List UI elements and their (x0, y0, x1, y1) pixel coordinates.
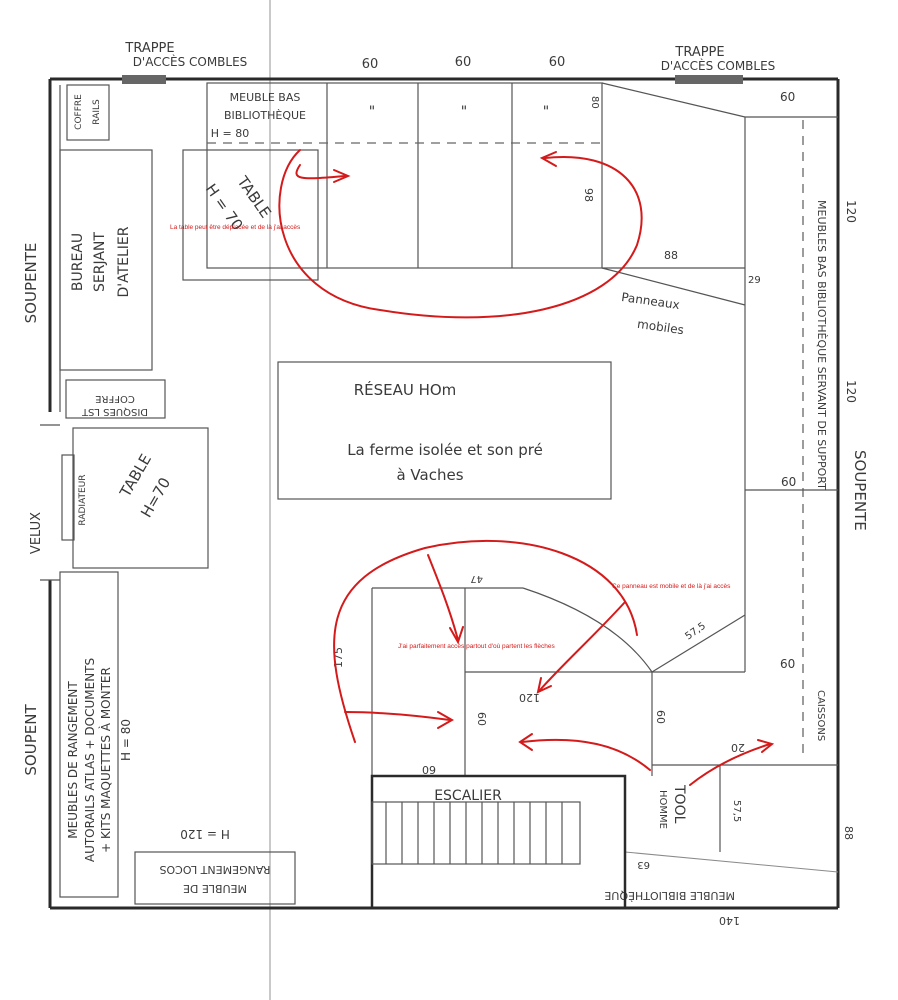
svg-text:88: 88 (842, 826, 855, 840)
svg-text:MEUBLE DE: MEUBLE DE (183, 882, 247, 895)
svg-text:DISQUES LST: DISQUES LST (81, 406, 148, 417)
note-table: La table peut être déplacée et de là j'a… (170, 224, 301, 231)
meuble-locos: H = 120 RANGEMENT LOCOS MEUBLE DE (134, 827, 296, 905)
svg-text:SOUPENTE: SOUPENTE (851, 450, 869, 531)
svg-text:98: 98 (582, 188, 595, 202)
svg-text:D'ATELIER: D'ATELIER (116, 226, 132, 297)
svg-text:H=70: H=70 (137, 474, 174, 520)
svg-text:57,5: 57,5 (731, 800, 742, 822)
svg-text:COFFRE: COFFRE (95, 393, 135, 404)
svg-text:": " (369, 104, 375, 120)
trappe-left: TRAPPE D'ACCÈS COMBLES (122, 41, 247, 84)
table-mid: RADIATEUR TABLE H=70 (61, 427, 209, 569)
svg-text:63: 63 (637, 859, 650, 870)
right-cabinets: 80 60 98 88 29 120 120 60 MEUBLES BAS BI… (582, 82, 869, 760)
svg-text:140: 140 (719, 914, 740, 927)
svg-text:J'ai parfaitement accès partou: J'ai parfaitement accès partout d'où par… (398, 643, 556, 650)
svg-text:RADIATEUR: RADIATEUR (78, 474, 88, 525)
svg-text:+ KITS MAQUETTES À MONTER: + KITS MAQUETTES À MONTER (98, 667, 113, 853)
soupente-left-top: SOUPENTE (22, 243, 40, 324)
svg-text:120: 120 (844, 200, 858, 223)
svg-text:MEUBLES BAS BIBLIOTHÈQUE SERVA: MEUBLES BAS BIBLIOTHÈQUE SERVANT DE SUPP… (815, 200, 828, 490)
svg-text:H = 80: H = 80 (211, 127, 249, 140)
note-access: J'ai parfaitement accès partout d'où par… (398, 643, 556, 650)
dim-top-3: 60 (549, 55, 566, 70)
svg-text:RÉSEAU HOm: RÉSEAU HOm (354, 380, 457, 399)
meubles-rangement: MEUBLES DE RANGEMENT AUTORAILS ATLAS + D… (59, 571, 133, 898)
svg-text:120: 120 (844, 380, 858, 403)
svg-text:BUREAU: BUREAU (70, 233, 86, 291)
svg-text:BIBLIOTHÈQUE: BIBLIOTHÈQUE (224, 109, 306, 122)
svg-text:TRAPPE: TRAPPE (674, 45, 724, 60)
svg-text:20: 20 (731, 741, 745, 754)
svg-text:RANGEMENT LOCOS: RANGEMENT LOCOS (159, 863, 270, 876)
svg-text:88: 88 (664, 249, 678, 262)
svg-text:60: 60 (781, 475, 796, 489)
svg-text:57,5: 57,5 (683, 621, 708, 643)
svg-text:CAISSONS: CAISSONS (815, 690, 826, 741)
trappe-right: TRAPPE D'ACCÈS COMBLES (661, 45, 776, 84)
svg-text:RAILS: RAILS (92, 99, 102, 125)
svg-text:D'ACCÈS COMBLES: D'ACCÈS COMBLES (133, 54, 248, 69)
svg-text:MEUBLE BAS: MEUBLE BAS (230, 91, 301, 104)
svg-text:HOMME: HOMME (657, 790, 668, 829)
svg-text:29: 29 (748, 275, 761, 286)
bureau-serjant: BUREAU SERJANT D'ATELIER (59, 149, 153, 371)
svg-text:80: 80 (589, 96, 600, 109)
svg-text:MEUBLES DE RANGEMENT: MEUBLES DE RANGEMENT (66, 681, 80, 839)
coffre-rails: COFFRE RAILS (66, 84, 110, 141)
svg-text:MEUBLE BIBLIOTHÈQUE: MEUBLE BIBLIOTHÈQUE (604, 889, 735, 902)
svg-text:": " (543, 104, 549, 120)
svg-text:47: 47 (470, 573, 483, 584)
svg-text:60: 60 (475, 712, 488, 726)
escalier: ESCALIER (370, 774, 627, 910)
soupente-left-bottom: SOUPENT (22, 704, 40, 776)
reseau-hom: RÉSEAU HOm La ferme isolée et son pré à … (277, 361, 612, 500)
svg-text:COFFRE: COFFRE (74, 94, 84, 130)
svg-text:": " (461, 104, 467, 120)
svg-text:60: 60 (422, 763, 436, 776)
svg-text:TOOL: TOOL (671, 784, 687, 824)
svg-text:60: 60 (780, 657, 795, 671)
svg-text:120: 120 (519, 691, 540, 704)
svg-text:60: 60 (654, 710, 667, 724)
svg-text:Ce panneau est mobile et de là: Ce panneau est mobile et de là j'ai accè… (612, 583, 731, 590)
meuble-bas-top: MEUBLE BAS BIBLIOTHÈQUE H = 80 " " " (206, 82, 603, 269)
svg-text:à Vaches: à Vaches (396, 466, 463, 484)
svg-text:La ferme isolée et son pré: La ferme isolée et son pré (347, 441, 543, 459)
svg-text:60: 60 (780, 90, 795, 104)
panneaux-mobiles-label: Panneaux (621, 290, 681, 312)
svg-text:SERJANT: SERJANT (92, 232, 108, 292)
svg-text:H = 80: H = 80 (119, 719, 133, 761)
note-panel: Ce panneau est mobile et de là j'ai accè… (612, 583, 731, 590)
svg-text:TRAPPE: TRAPPE (124, 41, 174, 56)
red-arrows (278, 149, 775, 786)
svg-text:ESCALIER: ESCALIER (434, 788, 502, 804)
svg-text:D'ACCÈS COMBLES: D'ACCÈS COMBLES (661, 58, 776, 73)
svg-text:AUTORAILS ATLAS + DOCUMENTS: AUTORAILS ATLAS + DOCUMENTS (83, 658, 97, 862)
velux-label: VELUX (29, 512, 44, 554)
dim-top-2: 60 (455, 55, 472, 70)
dim-top-1: 60 (362, 57, 379, 72)
lower-structure: 47 175 120 60 60 60 60 57,5 20 CAISSONS … (332, 573, 855, 927)
svg-text:La table peut être déplacée et: La table peut être déplacée et de là j'a… (170, 224, 301, 231)
svg-text:H = 120: H = 120 (180, 827, 230, 841)
coffre-disques: COFFRE DISQUES LST (65, 379, 166, 419)
panneaux-mobiles-label-2: mobiles (636, 317, 684, 337)
